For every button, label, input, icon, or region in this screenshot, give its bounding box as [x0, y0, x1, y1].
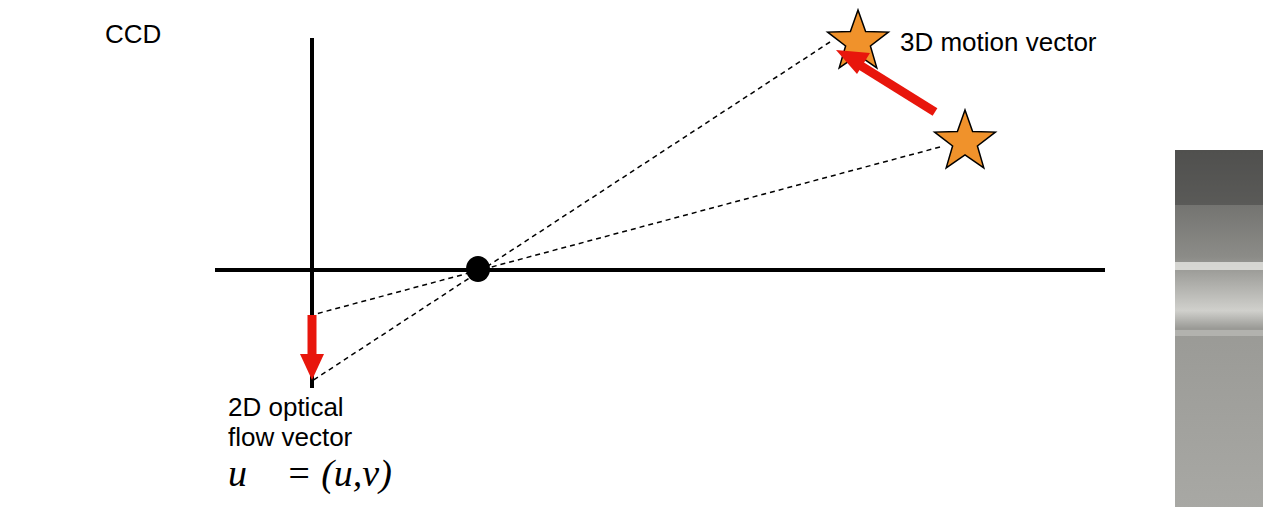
- flow-vector: [308, 315, 317, 356]
- photo-highlight: [1175, 262, 1263, 270]
- text-label: CCD: [105, 20, 161, 50]
- photo-strip: [1175, 150, 1263, 507]
- projection-ray: [312, 147, 940, 315]
- pinhole: [466, 256, 490, 282]
- photo-highlight: [1175, 330, 1263, 336]
- photo-shade: [1175, 150, 1263, 205]
- ccd-plane: [310, 38, 314, 388]
- arrow-head: [300, 354, 324, 380]
- equation-label: u⃗ = (u,v): [228, 452, 392, 496]
- text-label: 3D motion vector: [900, 28, 1097, 58]
- star-point: [935, 110, 996, 168]
- motion-vector: [858, 64, 935, 112]
- projection-ray: [312, 42, 830, 381]
- optical-axis: [215, 268, 1105, 272]
- arrow-head: [836, 50, 870, 74]
- text-label: 2D optical flow vector: [228, 393, 388, 453]
